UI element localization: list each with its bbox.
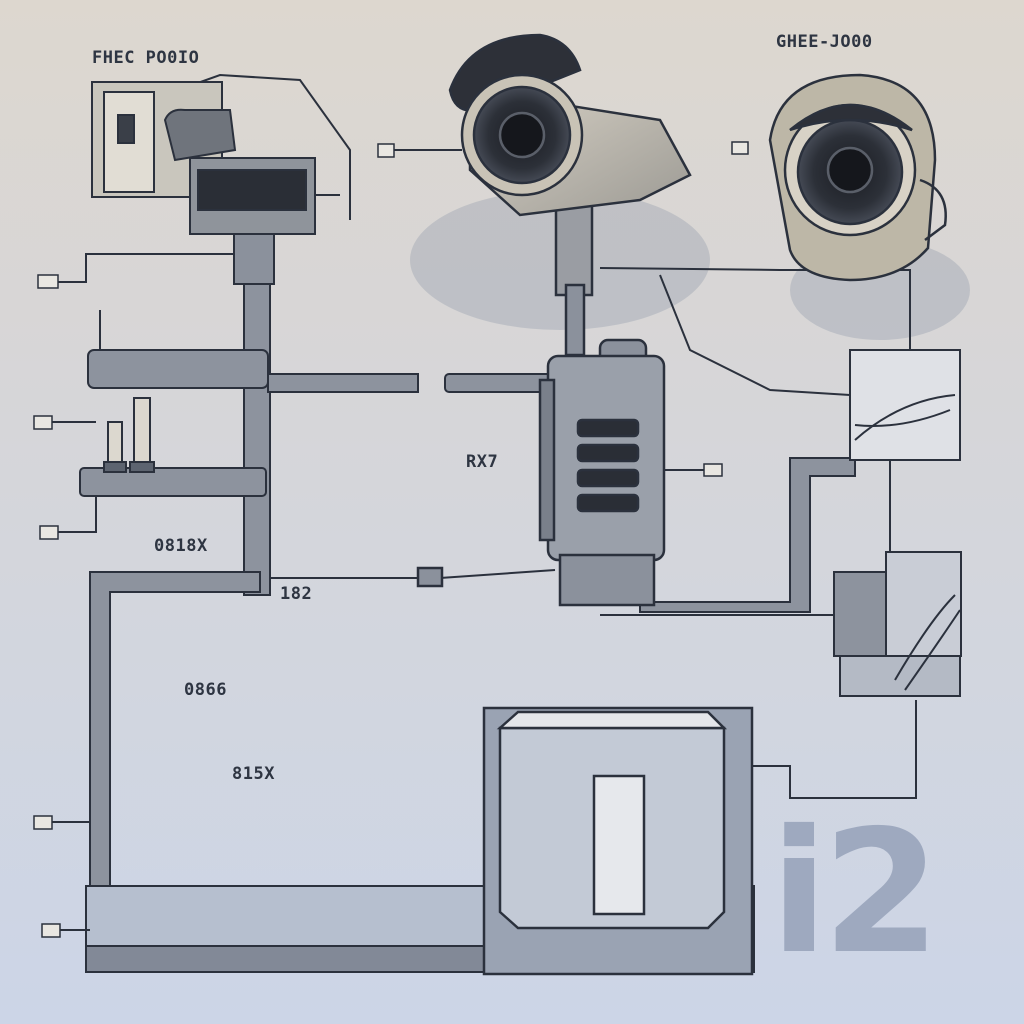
junction-box-lower: [885, 551, 962, 657]
tag-5: [41, 923, 61, 938]
tag-1: [37, 274, 59, 289]
label-small-mid: 182: [280, 584, 313, 604]
tag-7: [731, 141, 749, 155]
conduit-top-left-bar: [87, 349, 269, 389]
label-left-low-1: 0866: [184, 680, 227, 700]
relay-1: [107, 421, 123, 467]
enclosure-lid: [496, 710, 728, 730]
control-box-display: [197, 169, 307, 211]
camera-mount-down: [564, 283, 586, 357]
controller-base: [558, 553, 656, 607]
tag-2: [33, 415, 53, 430]
wire-12: [752, 700, 917, 799]
tag-6: [377, 143, 395, 158]
wire-8: [439, 569, 556, 579]
conduit-right-run: [639, 457, 856, 613]
watermark-number: i2: [770, 794, 941, 992]
dome-bracket: [919, 178, 947, 241]
enclosure-door: [592, 774, 646, 916]
junction-box-lower-base: [839, 655, 961, 697]
tag-8: [703, 463, 723, 477]
conduit-lower-left-bar: [79, 467, 267, 497]
camera-mount-pole: [554, 203, 594, 297]
bullet-camera: [448, 33, 692, 357]
connector-tags: [33, 141, 749, 938]
control-box-terminal: [117, 114, 135, 144]
label-top-right: GHEE-JO00: [776, 32, 873, 52]
label-left-mid: 0818X: [154, 536, 208, 556]
control-box-module: [163, 108, 237, 162]
enclosure: [482, 706, 754, 976]
controller-slot-4: [576, 493, 640, 513]
junction-box-upper: [849, 349, 961, 461]
dome-lens-inner: [826, 146, 874, 194]
tag-3: [39, 525, 59, 540]
junction-box-lower-wires: [894, 594, 961, 691]
relays: [103, 397, 155, 473]
conduit-bottom-base-top: [85, 885, 487, 947]
control-box: [91, 81, 316, 285]
dome-camera: [768, 73, 947, 282]
junction-box-lower-left: [833, 571, 887, 657]
junction-box-upper-wires: [854, 394, 956, 441]
conduit-left-vertical: [243, 274, 271, 596]
camera-lens-inner: [498, 111, 546, 159]
relay-1-base: [103, 461, 127, 473]
controller-slot-1: [576, 418, 640, 438]
central-controller: [416, 338, 666, 607]
relay-2-base: [129, 461, 155, 473]
label-left-low-2: 815X: [232, 764, 275, 784]
conduit-center-horizontal-2: [444, 373, 556, 393]
wire-10: [659, 274, 851, 396]
tag-4: [33, 815, 53, 830]
control-box-stand: [233, 233, 275, 285]
controller-side: [538, 378, 556, 542]
controller-slot-2: [576, 443, 640, 463]
controller-slot-3: [576, 468, 640, 488]
dome-visor: [789, 103, 913, 132]
junction-boxes: [833, 349, 962, 697]
wire-3: [54, 496, 97, 533]
conduit-center-horizontal: [267, 373, 419, 393]
relay-2: [133, 397, 151, 471]
controller-plug: [416, 566, 444, 588]
label-top-left: FHEC PO0IO: [92, 48, 200, 68]
label-controller: RX7: [466, 452, 499, 472]
